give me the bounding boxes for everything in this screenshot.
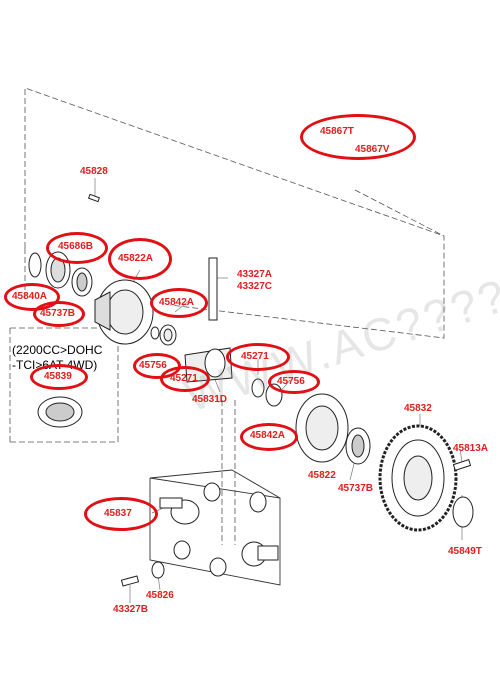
part-label-43327C[interactable]: 43327C [237, 281, 273, 292]
part-label-45867V[interactable]: 45867V [355, 144, 390, 155]
highlight-ring-45737B-left [33, 301, 85, 327]
part-label-43327B[interactable]: 43327B [113, 604, 149, 615]
part-label-45826[interactable]: 45826 [146, 590, 174, 601]
part-label-45271-right[interactable]: 45271 [241, 351, 269, 362]
highlight-ring-45867T [300, 114, 416, 160]
part-label-45831D[interactable]: 45831D [192, 394, 228, 405]
part-label-45828[interactable]: 45828 [80, 166, 108, 177]
part-label-45822[interactable]: 45822 [308, 470, 336, 481]
highlight-ring-45842A-lower [240, 423, 298, 451]
part-label-43327A[interactable]: 43327A [237, 269, 273, 280]
part-label-45842A-lower[interactable]: 45842A [250, 430, 286, 441]
part-shapes [28, 193, 474, 587]
highlight-ring-45756-right [268, 370, 320, 394]
highlight-ring-45837 [84, 497, 158, 531]
pinion-cage-frame [149, 469, 281, 586]
part-label-45756-left[interactable]: 45756 [139, 360, 167, 371]
part-label-45832[interactable]: 45832 [404, 403, 432, 414]
part-label-45271-left[interactable]: 45271 [170, 373, 198, 384]
part-label-45737B-left[interactable]: 45737B [40, 308, 76, 319]
part-label-45822A[interactable]: 45822A [118, 253, 154, 264]
highlight-ring-45840A [4, 283, 60, 311]
part-label-45737B-right[interactable]: 45737B [338, 483, 374, 494]
part-label-45849T[interactable]: 45849T [448, 546, 482, 557]
highlight-ring-45271-left [160, 366, 210, 392]
highlight-ring-45839 [30, 364, 88, 390]
part-label-45837[interactable]: 45837 [104, 508, 132, 519]
part-label-45813A[interactable]: 45813A [453, 443, 489, 454]
variant-note-line-1: (2200CC>DOHC [12, 343, 103, 357]
part-label-45839[interactable]: 45839 [44, 371, 72, 382]
part-label-45686B[interactable]: 45686B [58, 241, 94, 252]
highlight-ring-45686B [46, 232, 108, 264]
part-label-45842A-upper[interactable]: 45842A [159, 297, 195, 308]
part-label-45756-right[interactable]: 45756 [277, 376, 305, 387]
part-label-45840A[interactable]: 45840A [12, 291, 48, 302]
highlight-ring-45842A-upper [150, 288, 208, 318]
assembly-frame [9, 87, 445, 545]
part-label-45867T[interactable]: 45867T [320, 126, 354, 137]
highlight-ring-45822A [108, 238, 172, 280]
highlight-ring-45271-right [226, 343, 290, 371]
